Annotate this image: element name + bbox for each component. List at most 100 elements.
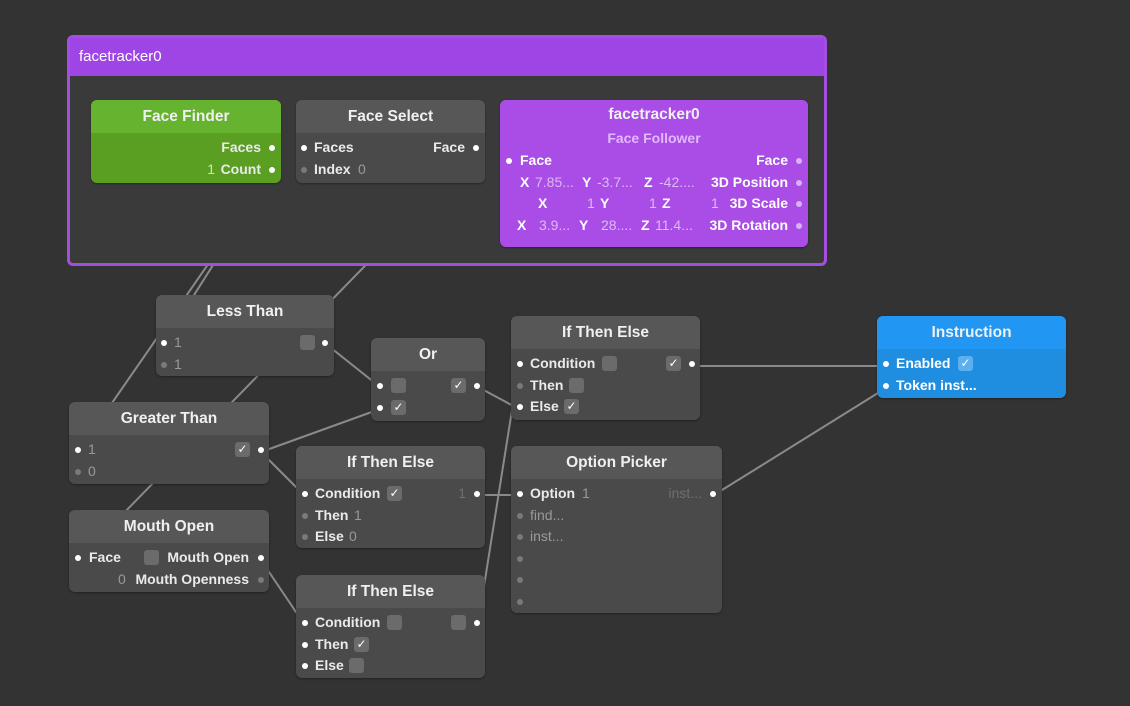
face-follower-node[interactable]: facetracker0 Face Follower Face Face X 7… (500, 100, 808, 247)
output-port[interactable] (473, 145, 479, 151)
then-checkbox[interactable] (569, 377, 584, 393)
node-title: facetracker0 Face Follower (500, 100, 808, 150)
input-port[interactable] (883, 361, 889, 367)
then-checkbox[interactable]: ✓ (354, 636, 369, 652)
port-row-condition: Condition (296, 612, 485, 634)
scale-z-value[interactable]: 1 (711, 195, 719, 212)
input-port[interactable] (517, 598, 523, 605)
input-port[interactable] (75, 468, 81, 475)
option-picker-node[interactable]: Option Picker Option 1 inst... find... i… (511, 446, 722, 613)
input-value[interactable]: 0 (88, 462, 96, 479)
input-port[interactable] (75, 555, 81, 561)
output-port[interactable] (258, 576, 264, 583)
if-then-else-node[interactable]: If Then Else Condition ✓ Then Else ✓ (511, 316, 700, 420)
rotation-y-value[interactable]: 28.... (601, 216, 633, 233)
port-label: 3D Rotation (709, 216, 788, 233)
output-port[interactable] (474, 491, 480, 497)
position-y-value[interactable]: -3.7... (597, 173, 633, 190)
input-port[interactable] (517, 361, 523, 367)
input-port[interactable] (517, 534, 523, 541)
input-port[interactable] (301, 145, 307, 151)
input-port[interactable] (161, 340, 167, 346)
output-port[interactable] (796, 179, 802, 186)
if-then-else-node[interactable]: If Then Else Condition Then ✓ Else (296, 575, 485, 678)
enabled-checkbox[interactable]: ✓ (958, 356, 973, 371)
input-value[interactable]: 1 (88, 441, 96, 457)
if-then-else-node[interactable]: If Then Else Condition ✓ 1 Then 1 Else 0 (296, 446, 485, 548)
input-port[interactable] (302, 491, 308, 497)
mouth-open-checkbox[interactable] (144, 550, 159, 565)
output-port[interactable] (269, 166, 275, 173)
output-port[interactable] (796, 201, 802, 208)
less-than-node[interactable]: Less Than 1 1 (156, 295, 334, 376)
input-port[interactable] (517, 404, 523, 411)
input-port[interactable] (517, 491, 523, 497)
output-checkbox[interactable] (300, 335, 315, 350)
mouth-open-node[interactable]: Mouth Open Face Mouth Open 0 Mouth Openn… (69, 510, 269, 592)
output-checkbox[interactable]: ✓ (235, 442, 250, 457)
output-port[interactable] (474, 620, 480, 626)
input-port[interactable] (517, 555, 523, 562)
input-value[interactable]: 1 (174, 334, 182, 350)
axis-label: Z (641, 216, 650, 233)
input-port[interactable] (301, 166, 307, 173)
input-port[interactable] (517, 577, 523, 584)
output-port[interactable] (269, 145, 275, 151)
output-port[interactable] (710, 491, 716, 497)
face-finder-node[interactable]: Face Finder Faces 1 Count (91, 100, 281, 183)
input-port[interactable] (517, 512, 523, 519)
input-port[interactable] (302, 641, 308, 648)
else-checkbox[interactable]: ✓ (564, 399, 579, 415)
node-title: If Then Else (511, 316, 700, 349)
input-port[interactable] (302, 620, 308, 626)
input-value[interactable]: 1 (174, 355, 182, 372)
position-x-value[interactable]: 7.85... (535, 173, 574, 190)
input-port[interactable] (302, 534, 308, 541)
input-port[interactable] (883, 382, 889, 389)
output-checkbox[interactable] (451, 615, 466, 630)
input-port[interactable] (506, 158, 512, 164)
input-port[interactable] (302, 512, 308, 519)
index-value[interactable]: 0 (358, 160, 366, 177)
scale-y-value[interactable]: 1 (649, 195, 657, 212)
condition-checkbox[interactable] (602, 356, 617, 371)
option-value[interactable]: 1 (582, 485, 590, 501)
node-title: If Then Else (296, 446, 485, 479)
face-select-node[interactable]: Face Select Faces Face Index 0 (296, 100, 485, 183)
port-row-condition: Condition ✓ (511, 353, 700, 375)
rotation-z-value[interactable]: 11.4... (655, 216, 693, 233)
greater-than-node[interactable]: Greater Than 1 ✓ 0 (69, 402, 269, 484)
output-port[interactable] (322, 340, 328, 346)
output-checkbox[interactable]: ✓ (666, 356, 681, 371)
output-port[interactable] (689, 361, 695, 367)
input-port[interactable] (302, 663, 308, 670)
condition-checkbox[interactable] (387, 615, 402, 630)
output-port[interactable] (474, 383, 480, 389)
input-port[interactable] (161, 361, 167, 368)
node-title: Mouth Open (69, 510, 269, 543)
input-checkbox[interactable] (391, 378, 406, 393)
instruction-node[interactable]: Instruction Enabled ✓ Token inst... (877, 316, 1066, 398)
rotation-x-value[interactable]: 3.9... (539, 216, 571, 233)
input-checkbox[interactable]: ✓ (391, 399, 406, 415)
else-value[interactable]: 0 (349, 528, 357, 545)
port-label: Faces (314, 139, 354, 155)
else-checkbox[interactable] (349, 658, 364, 674)
input-port[interactable] (75, 447, 81, 453)
condition-checkbox[interactable]: ✓ (387, 486, 402, 501)
output-port[interactable] (796, 222, 802, 229)
position-z-value[interactable]: -42.... (659, 173, 695, 190)
output-port[interactable] (258, 447, 264, 453)
scale-x-value[interactable]: 1 (587, 195, 595, 212)
output-checkbox[interactable]: ✓ (451, 378, 466, 393)
option-2-value[interactable]: inst... (530, 528, 564, 545)
output-port[interactable] (258, 555, 264, 561)
then-value[interactable]: 1 (354, 506, 362, 523)
input-port[interactable] (517, 382, 523, 389)
output-port[interactable] (796, 158, 802, 164)
axis-label: X (538, 195, 548, 212)
input-port[interactable] (377, 383, 383, 389)
option-1-value[interactable]: find... (530, 506, 565, 523)
or-node[interactable]: Or ✓ ✓ (371, 338, 485, 421)
input-port[interactable] (377, 404, 383, 411)
